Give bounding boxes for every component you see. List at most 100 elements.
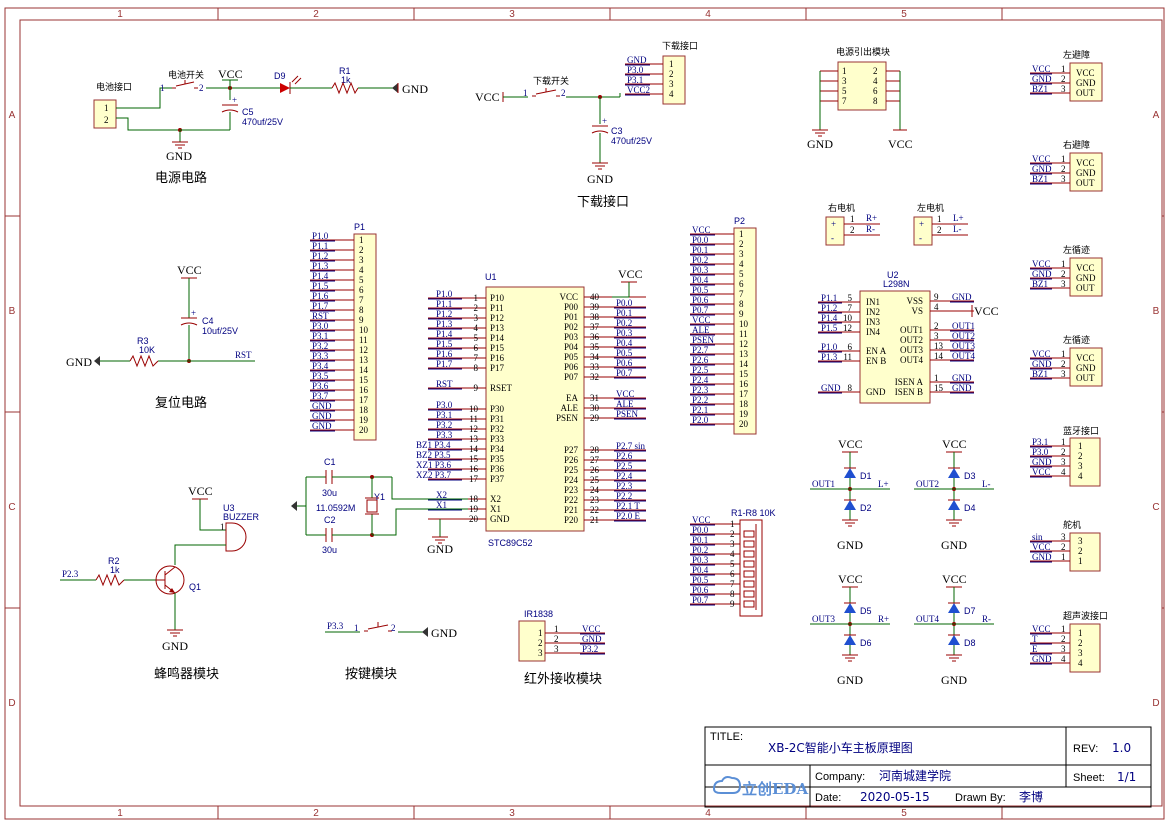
- vcc-label: VCC: [974, 304, 999, 318]
- p1-body: [353, 233, 377, 441]
- pin-number: 8: [848, 383, 853, 393]
- net-label: sin: [1032, 532, 1043, 542]
- gnd-label: GND: [162, 639, 188, 653]
- net-label: L+: [953, 213, 964, 223]
- pin-name: P05: [564, 352, 579, 362]
- diode-ref: D3: [964, 471, 976, 481]
- net-label: P3.0: [1032, 447, 1049, 457]
- net-label: GND: [1032, 552, 1052, 562]
- net-label: OUT1: [812, 479, 835, 489]
- drawn-value: 李博: [1019, 789, 1043, 804]
- net-label: P1.7: [436, 359, 453, 369]
- frame-col-label: 3: [509, 9, 515, 20]
- pin-number: 4: [739, 259, 744, 269]
- net-label: OUT4: [952, 351, 975, 361]
- pin-name: P16: [490, 353, 505, 363]
- sensor-label: 左循迹: [1063, 334, 1090, 345]
- frame-row-label: C: [1152, 502, 1159, 513]
- net-label: BZ1: [1032, 84, 1048, 94]
- net-label: R-: [982, 614, 991, 624]
- net-label: PSEN: [616, 409, 639, 419]
- pin-number: 2: [739, 239, 744, 249]
- pin-number: 26: [590, 465, 600, 475]
- net-label: VCC: [582, 624, 601, 634]
- net-label: P2.4: [616, 471, 633, 481]
- pin-name: P37: [490, 474, 505, 484]
- pin-number: 2: [199, 83, 204, 93]
- pin-number: 27: [590, 455, 600, 465]
- frame-col-label: 1: [117, 808, 123, 819]
- module-label: 电源引出模块: [836, 46, 890, 57]
- pin-number: 4: [1078, 658, 1083, 668]
- net-label: BZ1: [1032, 369, 1048, 379]
- pin-number: 4: [1078, 471, 1083, 481]
- gnd-label: GND: [837, 673, 863, 687]
- diode-ref: D4: [964, 503, 976, 513]
- vcc-label: VCC: [177, 263, 202, 277]
- net-label: P2.0 E: [616, 511, 641, 521]
- pin-number: 3: [359, 255, 364, 265]
- pin-name: P06: [564, 362, 579, 372]
- pin-number: 1: [1061, 349, 1066, 359]
- pin-number: 10: [843, 313, 853, 323]
- frame-col-label: 3: [509, 808, 515, 819]
- net-label: GND: [312, 401, 332, 411]
- motor-connectors: 右电机 + - 1 2 R+ R- 左电机 + - 1 2 L+ L-: [825, 202, 968, 246]
- net-label: P1.4: [821, 313, 838, 323]
- sheet-value: 1/1: [1117, 770, 1136, 784]
- ultra-body: [1069, 623, 1101, 673]
- pin-number: 4: [669, 89, 674, 99]
- pin-name: VCC: [559, 292, 578, 302]
- pin-number: 3: [1061, 84, 1066, 94]
- net-label: P2.6: [616, 451, 633, 461]
- svg-text:立创EDA: 立创EDA: [742, 780, 808, 798]
- net-label: P2.4: [692, 375, 709, 385]
- net-label: P1.6: [436, 349, 453, 359]
- pin-number: 2: [359, 245, 364, 255]
- u2-body: [859, 290, 931, 404]
- pin-number: 2: [1061, 359, 1066, 369]
- net-label: L+: [878, 479, 889, 489]
- net-label: BZ1 P3.4: [416, 440, 451, 450]
- pin-number: 8: [873, 96, 878, 106]
- title-block: TITLE: XB-2C智能小车主板原理图 REV: 1.0 Company: …: [704, 726, 1152, 808]
- pin-name: P07: [564, 372, 579, 382]
- net-label: RST: [312, 311, 329, 321]
- pin-name: IN3: [866, 317, 880, 327]
- pin-number: 2: [873, 66, 878, 76]
- net-label: P1.3: [821, 352, 838, 362]
- pin-number: 1: [730, 519, 735, 529]
- pin-number: 1: [538, 628, 543, 638]
- company-value: 河南城建学院: [879, 768, 951, 783]
- pin-name: P35: [490, 454, 505, 464]
- pin-number: 1: [220, 522, 225, 532]
- pin-name: GND: [866, 387, 886, 397]
- net-label: OUT1: [952, 321, 975, 331]
- pin-name: PSEN: [556, 413, 579, 423]
- pin-number: 4: [730, 549, 735, 559]
- pin-number: 2: [1061, 542, 1066, 552]
- section-title: 下载接口: [577, 194, 629, 210]
- frame-row-label: B: [9, 306, 16, 317]
- pin-name: VCC: [1076, 263, 1095, 273]
- net-label: P2.2: [616, 491, 632, 501]
- gnd-label: GND: [941, 673, 967, 687]
- left-motor-label: 左电机: [917, 202, 944, 213]
- pin-number: 2: [1061, 164, 1066, 174]
- bt-body: [1069, 437, 1101, 487]
- pin-number: 40: [590, 292, 600, 302]
- net-label: P0.0: [692, 235, 709, 245]
- net-label: P0.3: [692, 555, 709, 565]
- pin-number: 3: [934, 331, 939, 341]
- net-label: VCC: [1032, 349, 1051, 359]
- pin-number: 3: [1078, 648, 1083, 658]
- vcc-label: VCC: [218, 67, 243, 81]
- pin-name: P21: [564, 505, 578, 515]
- net-label: GND: [582, 634, 602, 644]
- sensor-connector-body: [1069, 347, 1103, 387]
- net-label: VCC: [1032, 467, 1051, 477]
- pin-name: ISEN A: [895, 377, 924, 387]
- pin-number: 4: [1061, 654, 1066, 664]
